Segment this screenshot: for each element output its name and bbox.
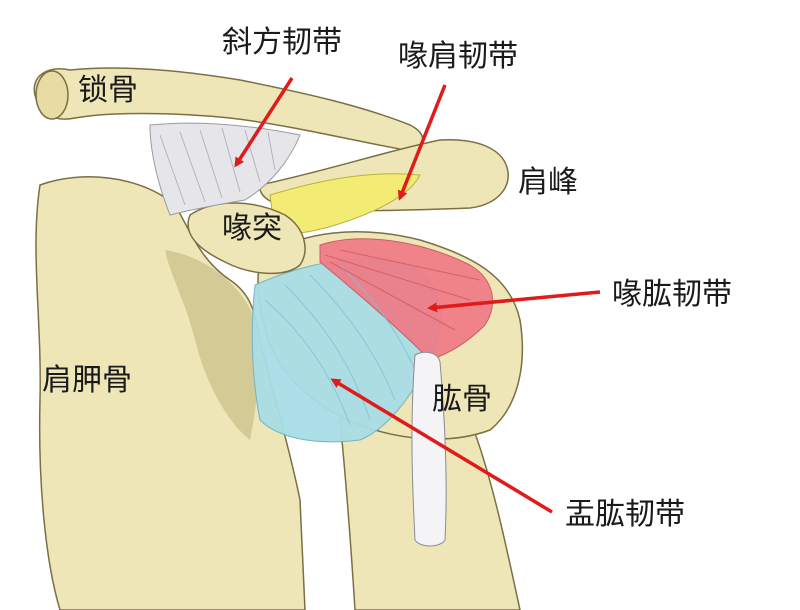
trapezoid-fibers bbox=[159, 127, 276, 206]
label-coracoacromial-ligament: 喙肩韧带 bbox=[398, 39, 518, 74]
label-coracoid: 喙突 bbox=[222, 211, 282, 246]
label-clavicle: 锁骨 bbox=[78, 73, 138, 108]
glenoid-shadow bbox=[165, 250, 259, 440]
label-acromion: 肩峰 bbox=[518, 165, 578, 200]
arrow-trapezoid bbox=[234, 77, 294, 168]
biceps-tendon-strip bbox=[411, 351, 447, 547]
coracoid-shape bbox=[187, 202, 306, 275]
arrow-glenohumeral bbox=[330, 378, 553, 514]
arrow-coracohumeral bbox=[427, 290, 601, 313]
coracohumeral-ligament-shape bbox=[319, 238, 493, 361]
glenohumeral-fibers bbox=[264, 264, 416, 426]
trapezoid-ligament-shape bbox=[149, 122, 301, 216]
coracohumeral-fibers bbox=[324, 249, 481, 331]
clavicle-end bbox=[35, 70, 69, 120]
label-coracohumeral-ligament: 喙肱韧带 bbox=[612, 277, 732, 312]
label-scapula: 肩胛骨 bbox=[42, 363, 132, 398]
arrow-coracoacromial bbox=[397, 84, 447, 201]
label-glenohumeral-ligament: 盂肱韧带 bbox=[565, 497, 685, 532]
label-humerus: 肱骨 bbox=[432, 382, 492, 417]
label-trapezoid-ligament: 斜方韧带 bbox=[222, 25, 342, 60]
